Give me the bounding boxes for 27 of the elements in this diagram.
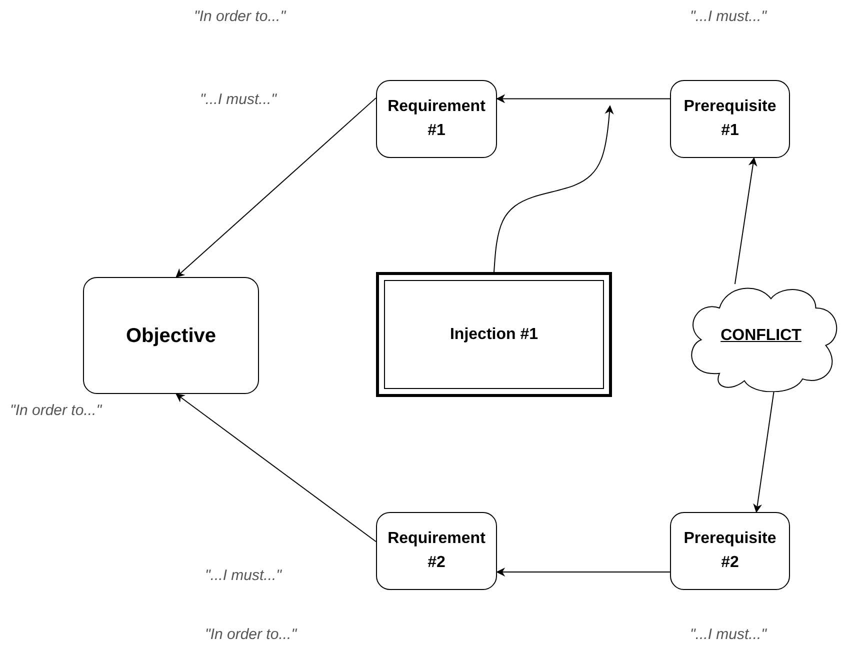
node-label: Prerequisite #1 <box>682 97 778 141</box>
arrow <box>494 105 614 272</box>
rounded-box <box>83 277 259 394</box>
rounded-box <box>670 512 790 590</box>
arrow <box>753 390 774 513</box>
arrow <box>496 568 670 577</box>
node-label: Requirement #2 <box>386 529 486 573</box>
arrow <box>496 94 670 104</box>
annotation-text: "...I must..." <box>200 91 276 108</box>
annotation-text: "In order to..." <box>194 8 286 25</box>
annotation-text: "In order to..." <box>205 626 297 643</box>
annotation-text: "...I must..." <box>690 626 766 643</box>
node-label: Requirement #1 <box>386 97 486 141</box>
arrow <box>176 97 376 278</box>
node-label: Objective <box>124 324 218 348</box>
node-label: Prerequisite #2 <box>682 529 778 573</box>
rounded-box <box>376 512 497 590</box>
rounded-box <box>670 80 790 158</box>
annotation-text: "...I must..." <box>205 567 282 584</box>
arrow <box>734 157 758 285</box>
arrow <box>176 393 376 542</box>
conflict-label: CONFLICT <box>720 326 802 346</box>
rounded-box <box>376 80 497 158</box>
double-border-box <box>376 272 612 397</box>
annotation-text: "...I must..." <box>690 8 766 25</box>
node-label: Injection #1 <box>448 324 540 344</box>
annotation-text: "In order to..." <box>10 402 102 419</box>
